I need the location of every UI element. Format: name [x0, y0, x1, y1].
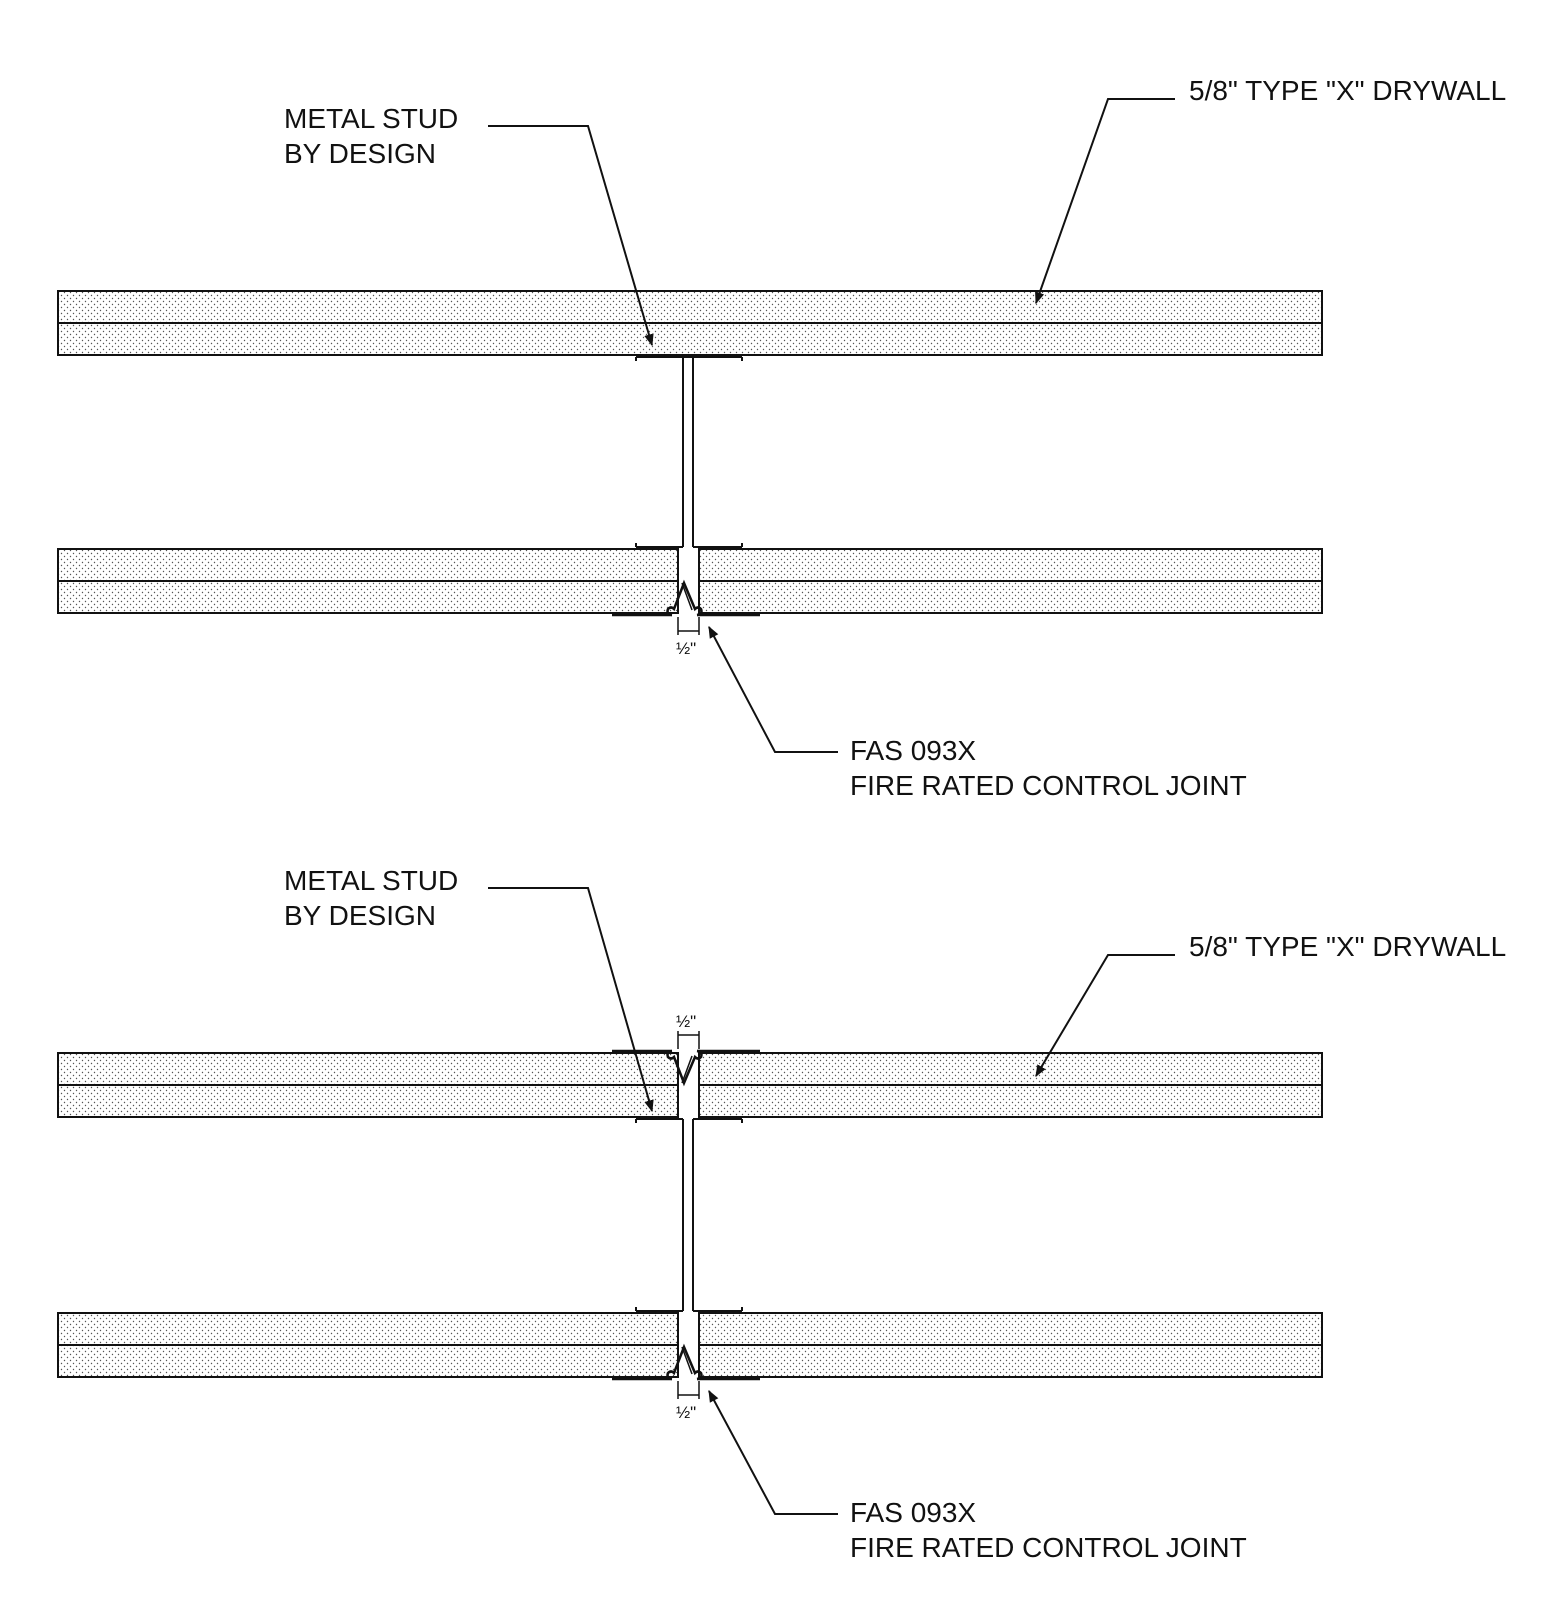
detail-2-drywall-label: 5/8" TYPE "X" DRYWALL — [1189, 931, 1506, 962]
detail-1-joint-label-line-2: FIRE RATED CONTROL JOINT — [850, 770, 1247, 801]
detail-2-stud-label-line-1: METAL STUD — [284, 865, 458, 896]
detail-1: ½" METAL STUD BY DESIGN 5/8" TYPE "X" DR… — [57, 75, 1506, 801]
detail-1-drywall-leader — [1035, 98, 1175, 305]
detail-1-metal-stud — [635, 356, 743, 548]
detail-2-stud-label-line-2: BY DESIGN — [284, 900, 436, 931]
detail-2-stud-leader — [488, 887, 654, 1113]
detail-1-top-drywall — [57, 290, 1323, 356]
detail-1-bottom-drywall — [57, 548, 1323, 614]
detail-2-bottom-control-joint — [612, 1343, 760, 1381]
detail-2-bottom-gap-dimension: ½" — [676, 1381, 700, 1422]
detail-1-drywall-label: 5/8" TYPE "X" DRYWALL — [1189, 75, 1506, 106]
detail-2-top-control-joint — [612, 1049, 760, 1087]
detail-1-stud-label-line-1: METAL STUD — [284, 103, 458, 134]
detail-2-leaders — [488, 887, 1175, 1515]
detail-1-gap-dimension: ½" — [676, 617, 700, 658]
detail-2-joint-label-line-1: FAS 093X — [850, 1497, 976, 1528]
detail-1-control-joint — [612, 579, 760, 617]
detail-2-bottom-gap-dimension-text: ½" — [676, 1403, 696, 1422]
detail-2: ½" — [57, 865, 1506, 1563]
detail-2-joint-label-line-2: FIRE RATED CONTROL JOINT — [850, 1532, 1247, 1563]
detail-2-metal-stud — [635, 1118, 743, 1312]
detail-2-top-gap-dimension-text: ½" — [676, 1012, 696, 1031]
detail-1-stud-leader — [488, 125, 654, 347]
detail-2-top-gap-dimension: ½" — [676, 1012, 700, 1049]
detail-1-gap-dimension-text: ½" — [676, 639, 696, 658]
detail-2-drywall-leader — [1035, 954, 1175, 1078]
detail-2-joint-leader — [708, 1389, 838, 1515]
detail-1-leaders — [488, 98, 1175, 753]
detail-1-joint-leader — [708, 625, 838, 753]
detail-1-stud-label-line-2: BY DESIGN — [284, 138, 436, 169]
detail-2-bottom-drywall — [57, 1312, 1323, 1378]
detail-1-joint-label-line-1: FAS 093X — [850, 735, 976, 766]
